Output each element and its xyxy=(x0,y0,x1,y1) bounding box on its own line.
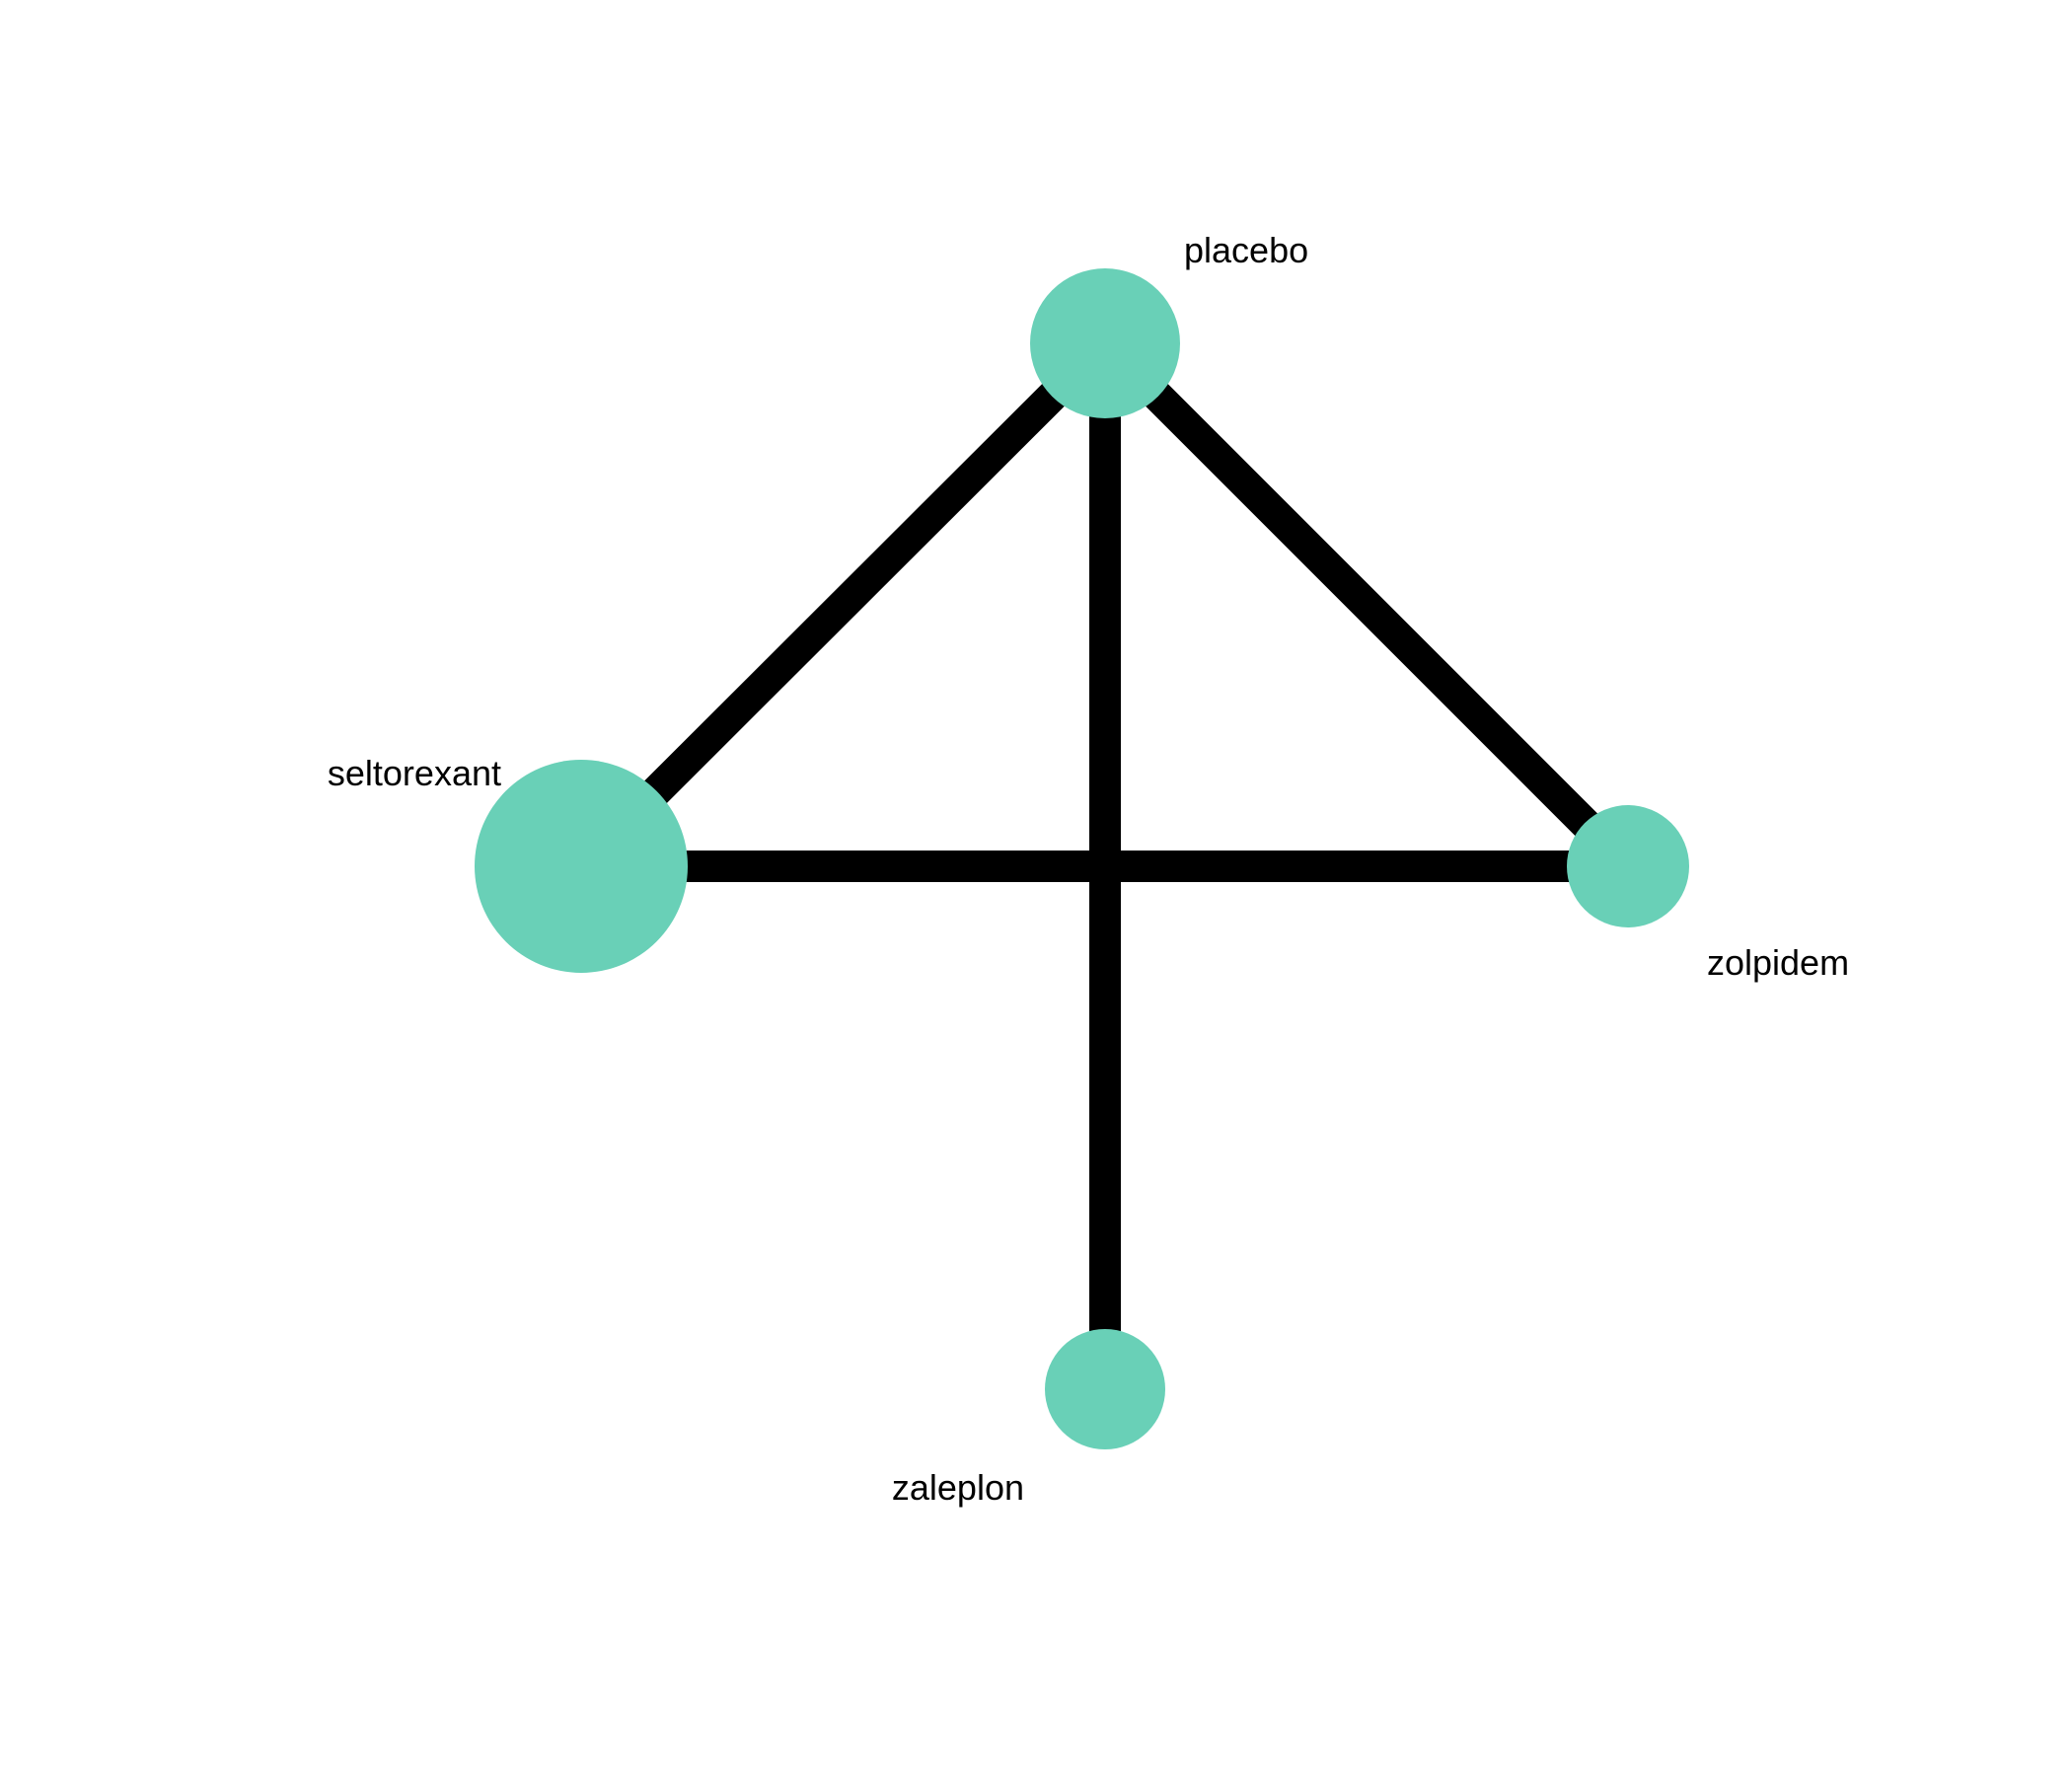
edges-layer xyxy=(569,332,1640,1389)
edge-placebo-zolpidem xyxy=(1093,332,1640,878)
nodes-layer xyxy=(475,268,1689,1449)
node-placebo xyxy=(1030,268,1180,418)
node-label-seltorexant: seltorexant xyxy=(328,753,501,793)
node-zolpidem xyxy=(1567,805,1689,927)
node-label-placebo: placebo xyxy=(1184,230,1308,270)
node-label-zolpidem: zolpidem xyxy=(1707,942,1849,983)
node-zaleplon xyxy=(1045,1329,1165,1449)
edge-placebo-seltorexant xyxy=(569,332,1117,878)
node-seltorexant xyxy=(475,760,688,973)
labels-layer: placebo seltorexant zolpidem zaleplon xyxy=(328,230,1849,1508)
node-label-zaleplon: zaleplon xyxy=(892,1467,1024,1508)
